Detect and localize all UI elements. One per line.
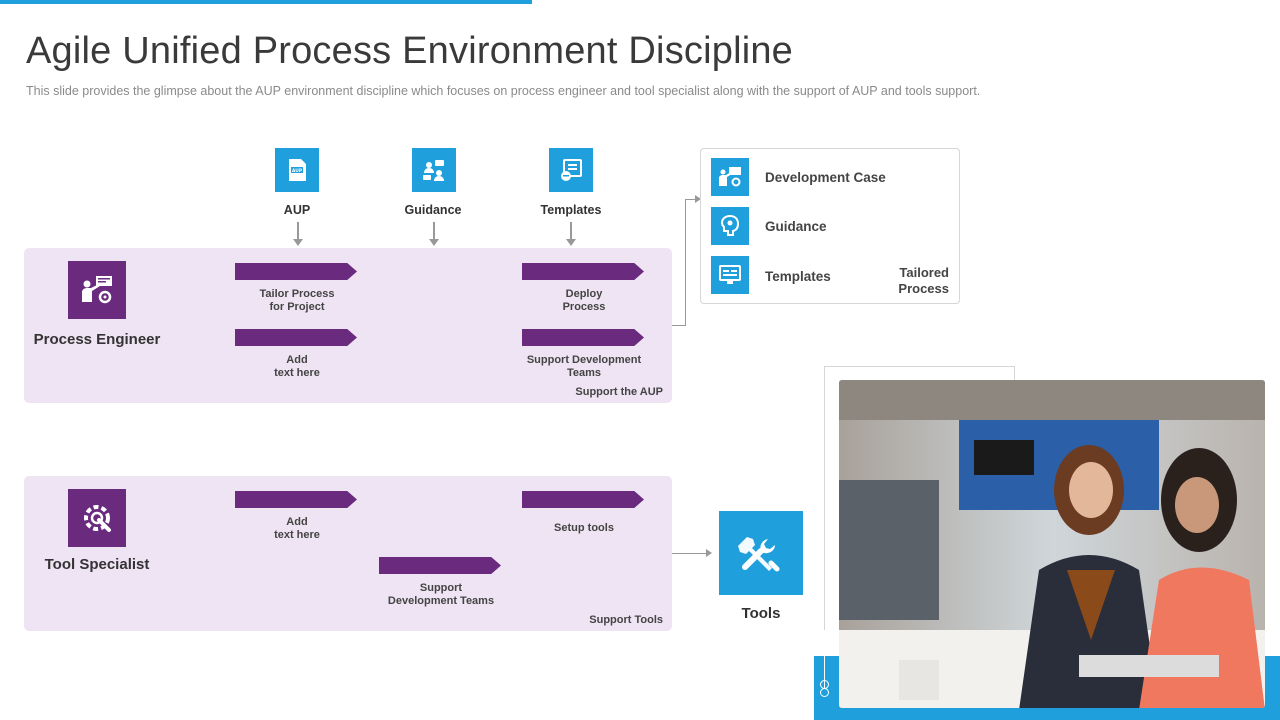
templates-icon bbox=[549, 148, 593, 192]
tag-text-support-dev-teams: Support Development Teams bbox=[526, 354, 642, 379]
development-case-icon bbox=[711, 158, 749, 196]
case-label-development: Development Case bbox=[765, 170, 886, 185]
tag-text-tailor-process: Tailor Process for Project bbox=[259, 288, 335, 313]
tag-text-add-text-1: Add text here bbox=[274, 354, 320, 379]
wrench-gear-icon bbox=[68, 489, 126, 547]
tag-add-text-1 bbox=[235, 329, 357, 346]
tailored-process-label: Tailored Process bbox=[898, 265, 949, 296]
tools-label: Tools bbox=[741, 605, 781, 622]
tag-support-development-teams bbox=[379, 557, 501, 574]
arrow-templates bbox=[566, 222, 576, 246]
tag-text-add-text-2: Add text here bbox=[274, 516, 320, 541]
top-label-guidance: Guidance bbox=[404, 203, 462, 217]
decorative-line bbox=[824, 630, 825, 688]
connector-h2 bbox=[685, 199, 697, 200]
svg-text:AUP: AUP bbox=[292, 168, 303, 174]
process-engineer-label: Process Engineer bbox=[33, 331, 161, 348]
office-meeting-photo bbox=[839, 380, 1265, 708]
guidance-brain-icon bbox=[711, 207, 749, 245]
decorative-dot-2 bbox=[820, 688, 829, 697]
page-title: Agile Unified Process Environment Discip… bbox=[26, 30, 794, 72]
top-label-templates: Templates bbox=[540, 203, 602, 217]
guidance-people-icon bbox=[412, 148, 456, 192]
connector-tools bbox=[672, 553, 708, 554]
arrow-guidance bbox=[429, 222, 439, 246]
connector-h1 bbox=[672, 325, 685, 326]
connector-arrowhead bbox=[695, 195, 701, 203]
engineer-presentation-icon bbox=[68, 261, 126, 319]
connector-v bbox=[685, 199, 686, 326]
arrow-aup bbox=[293, 222, 303, 246]
top-accent-bar bbox=[0, 0, 532, 4]
aup-file-icon: AUP bbox=[275, 148, 319, 192]
tag-deploy-process bbox=[522, 263, 644, 280]
templates-monitor-icon bbox=[711, 256, 749, 294]
tag-text-support-development-teams: Support Development Teams bbox=[387, 582, 495, 607]
case-label-templates: Templates bbox=[765, 269, 831, 284]
tag-setup-tools bbox=[522, 491, 644, 508]
tag-add-text-2 bbox=[235, 491, 357, 508]
top-label-aup: AUP bbox=[283, 203, 311, 217]
page-subtitle: This slide provides the glimpse about th… bbox=[26, 84, 981, 98]
tag-text-deploy-process: Deploy Process bbox=[562, 288, 606, 313]
tools-icon bbox=[719, 511, 803, 595]
support-aup-label: Support the AUP bbox=[575, 386, 663, 398]
case-label-guidance: Guidance bbox=[765, 219, 827, 234]
support-tools-label: Support Tools bbox=[589, 614, 663, 626]
connector-tools-arrowhead bbox=[706, 549, 712, 557]
tag-tailor-process bbox=[235, 263, 357, 280]
tool-specialist-label: Tool Specialist bbox=[44, 556, 150, 573]
tag-text-setup-tools: Setup tools bbox=[554, 522, 614, 534]
tag-support-dev-teams bbox=[522, 329, 644, 346]
